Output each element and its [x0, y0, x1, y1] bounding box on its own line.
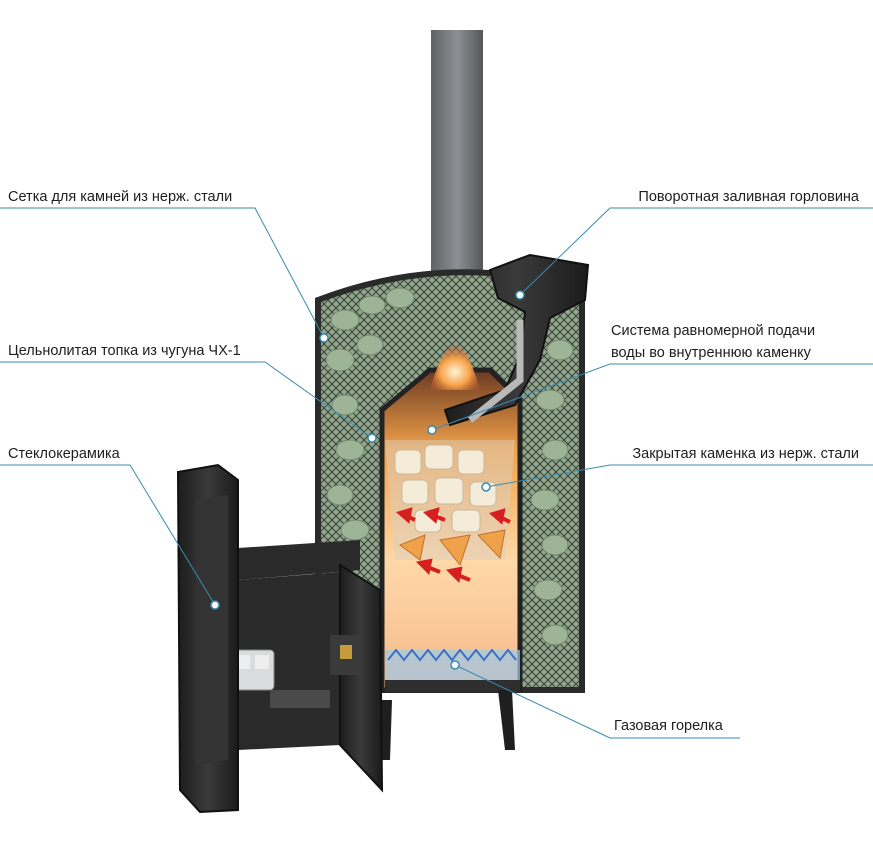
stove-legs — [380, 690, 515, 760]
gas-burner — [385, 648, 520, 692]
closed-stone-chamber — [385, 440, 515, 584]
label-filler-neck: Поворотная заливная горловина — [638, 189, 859, 205]
label-gas-burner: Газовая горелка — [614, 718, 723, 734]
leader-lines — [0, 207, 873, 739]
label-glass-ceramic: Стеклокерамика — [8, 446, 120, 462]
front-firebox — [233, 540, 384, 793]
label-water-system-line1: Система равномерной подачи — [611, 323, 816, 339]
glass-ceramic-door — [176, 463, 239, 814]
label-stone-mesh: Сетка для камней из нерж. стали — [8, 189, 233, 205]
leader-dots — [210, 290, 525, 670]
flame — [430, 345, 480, 390]
filler-neck — [443, 253, 590, 427]
label-closed-kamenka: Закрытая каменка из нерж. стали — [632, 446, 859, 462]
label-cast-iron-firebox: Цельнолитая топка из чугуна ЧХ-1 — [8, 343, 241, 359]
label-water-system: Система равномерной подачи воды во внутр… — [611, 320, 815, 364]
label-water-system-line2: воды во внутреннюю каменку — [611, 345, 811, 361]
